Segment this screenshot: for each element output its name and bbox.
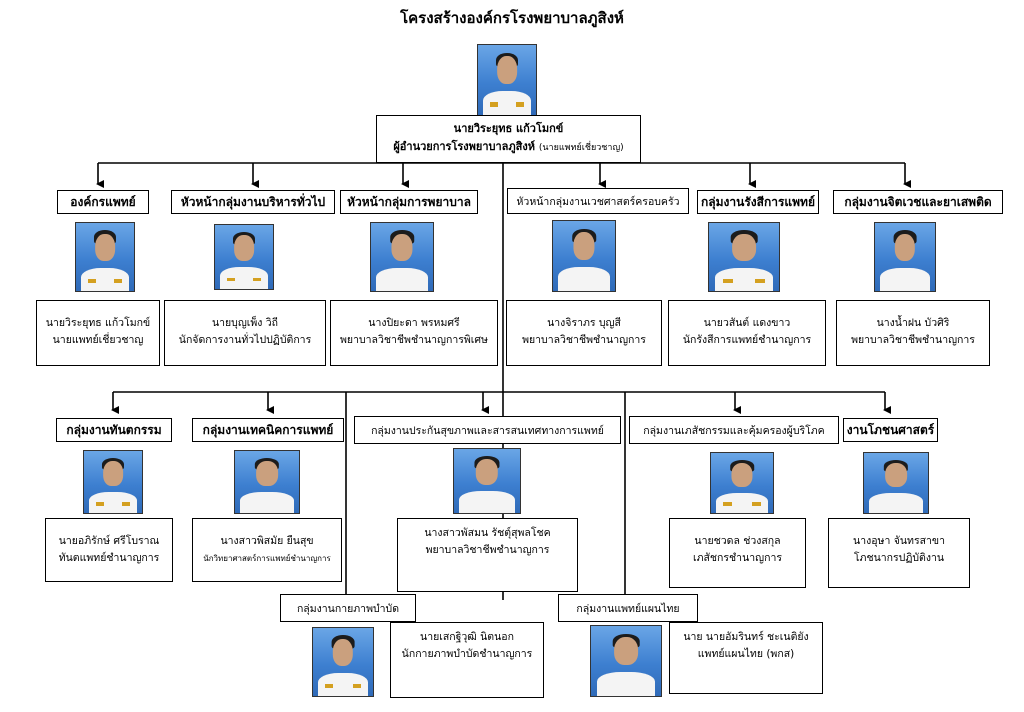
person-position: นักกายภาพบำบัดชำนาญการ bbox=[401, 648, 533, 660]
person-position: แพทย์แผนไทย (พกส) bbox=[697, 648, 795, 660]
person-card: นางสาวพัสมน รัชตุ์สุพลโชค พยาบาลวิชาชีพช… bbox=[397, 518, 578, 592]
dept-header-med-tech: กลุ่มงานเทคนิคการแพทย์ bbox=[192, 418, 344, 442]
person-card: นายวิระยุทธ แก้วโมกข์ นายแพทย์เชี่ยวชาญ bbox=[36, 300, 160, 366]
dept-header-radiology: กลุ่มงานรังสีการแพทย์ bbox=[697, 190, 819, 214]
director-position: ผู้อำนวยการโรงพยาบาลภูสิงห์ bbox=[393, 140, 536, 153]
person-photo bbox=[863, 452, 929, 514]
person-position: พยาบาลวิชาชีพชำนาญการ bbox=[851, 334, 975, 346]
person-position: นักรังสีการแพทย์ชำนาญการ bbox=[682, 334, 812, 346]
dept-header-psychiatry: กลุ่มงานจิตเวชและยาเสพติด bbox=[833, 190, 1003, 214]
person-name: นายอภิรักษ์ ศรีโบราณ bbox=[58, 535, 160, 547]
dept-header-thai-traditional-medicine: กลุ่มงานแพทย์แผนไทย bbox=[558, 594, 698, 622]
person-position: พยาบาลวิชาชีพชำนาญการพิเศษ bbox=[340, 334, 488, 346]
person-position: โภชนากรปฏิบัติงาน bbox=[853, 552, 945, 564]
chart-title: โครงสร้างองค์กรโรงพยาบาลภูสิงห์ bbox=[400, 9, 624, 27]
person-photo bbox=[75, 222, 135, 292]
person-name: นายเสกฐิวุฒิ นิตนอก bbox=[420, 631, 514, 643]
director-name: นายวิระยุทธ แก้วโมกข์ bbox=[453, 122, 564, 135]
person-photo bbox=[453, 448, 521, 514]
person-card: นายเสกฐิวุฒิ นิตนอก นักกายภาพบำบัดชำนาญก… bbox=[390, 622, 544, 698]
person-position: ทันตแพทย์ชำนาญการ bbox=[58, 552, 160, 564]
dept-header-family-medicine: หัวหน้ากลุ่มงานเวชศาสตร์ครอบครัว bbox=[507, 188, 689, 214]
dept-header-dental: กลุ่มงานทันตกรรม bbox=[56, 418, 172, 442]
person-photo bbox=[874, 222, 936, 292]
person-name: นางจิราภร บุญสี bbox=[547, 317, 621, 329]
person-card: นายวสันต์ แดงขาว นักรังสีการแพทย์ชำนาญกา… bbox=[668, 300, 826, 366]
person-name: นางปิยะดา พรหมศรี bbox=[368, 317, 460, 329]
person-name: นายบุญเพ็ง วิถี bbox=[211, 317, 279, 329]
dept-header-physiotherapy: กลุ่มงานกายภาพบำบัด bbox=[280, 594, 416, 622]
person-position: นักจัดการงานทั่วไปปฏิบัติการ bbox=[178, 334, 312, 346]
person-card: นายบุญเพ็ง วิถี นักจัดการงานทั่วไปปฏิบัต… bbox=[164, 300, 326, 366]
person-card: นายอภิรักษ์ ศรีโบราณ ทันตแพทย์ชำนาญการ bbox=[45, 518, 173, 582]
person-position: พยาบาลวิชาชีพชำนาญการ bbox=[522, 334, 646, 346]
director-photo bbox=[477, 44, 537, 116]
person-card: นางปิยะดา พรหมศรี พยาบาลวิชาชีพชำนาญการพ… bbox=[330, 300, 498, 366]
person-photo bbox=[370, 222, 434, 292]
director-position-note: (นายแพทย์เชี่ยวชาญ) bbox=[538, 143, 624, 153]
person-card: นางน้ำฝน บัวศิริ พยาบาลวิชาชีพชำนาญการ bbox=[836, 300, 990, 366]
person-card: นางสาวพิสมัย ยืนสุข นักวิทยาศาสตร์การแพท… bbox=[192, 518, 342, 582]
person-position: นักวิทยาศาสตร์การแพทย์ชำนาญการ bbox=[203, 554, 331, 563]
person-photo bbox=[83, 450, 143, 514]
person-position: เภสัชกรชำนาญการ bbox=[693, 552, 782, 564]
person-name: นางน้ำฝน บัวศิริ bbox=[876, 317, 950, 329]
person-card: นางจิราภร บุญสี พยาบาลวิชาชีพชำนาญการ bbox=[506, 300, 662, 366]
dept-header-medical-org: องค์กรแพทย์ bbox=[57, 190, 149, 214]
dept-header-nursing: หัวหน้ากลุ่มการพยาบาล bbox=[340, 190, 478, 214]
person-name: นายวิระยุทธ แก้วโมกข์ bbox=[45, 317, 151, 329]
person-photo bbox=[552, 220, 616, 292]
person-photo bbox=[710, 452, 774, 514]
person-photo bbox=[708, 222, 780, 292]
person-photo bbox=[312, 627, 374, 697]
dept-header-nutrition: งานโภชนศาสตร์ bbox=[843, 418, 938, 442]
person-position: พยาบาลวิชาชีพชำนาญการ bbox=[425, 544, 550, 556]
person-name: นายชวดล ช่วงสกุล bbox=[694, 535, 781, 547]
person-name: นางอุษา จันทรสาขา bbox=[853, 535, 945, 547]
person-card: นางอุษา จันทรสาขา โภชนากรปฏิบัติงาน bbox=[828, 518, 970, 588]
person-position: นายแพทย์เชี่ยวชาญ bbox=[52, 334, 144, 346]
person-photo bbox=[590, 625, 662, 697]
person-name: นาย นายอัมรินทร์ ชะเนติยัง bbox=[683, 631, 809, 643]
director-box: นายวิระยุทธ แก้วโมกข์ ผู้อำนวยการโรงพยาบ… bbox=[376, 115, 641, 163]
person-name: นายวสันต์ แดงขาว bbox=[703, 317, 791, 329]
dept-header-insurance-it: กลุ่มงานประกันสุขภาพและสารสนเทศทางการแพท… bbox=[354, 416, 621, 444]
person-photo bbox=[234, 450, 300, 514]
person-card: นายชวดล ช่วงสกุล เภสัชกรชำนาญการ bbox=[669, 518, 806, 588]
person-photo bbox=[214, 224, 274, 290]
person-name: นางสาวพัสมน รัชตุ์สุพลโชค bbox=[424, 527, 551, 539]
dept-header-admin: หัวหน้ากลุ่มงานบริหารทั่วไป bbox=[171, 190, 335, 214]
person-name: นางสาวพิสมัย ยืนสุข bbox=[220, 535, 314, 547]
dept-header-pharmacy: กลุ่มงานเภสัชกรรมและคุ้มครองผู้บริโภค bbox=[629, 416, 839, 444]
person-card: นาย นายอัมรินทร์ ชะเนติยัง แพทย์แผนไทย (… bbox=[669, 622, 823, 694]
